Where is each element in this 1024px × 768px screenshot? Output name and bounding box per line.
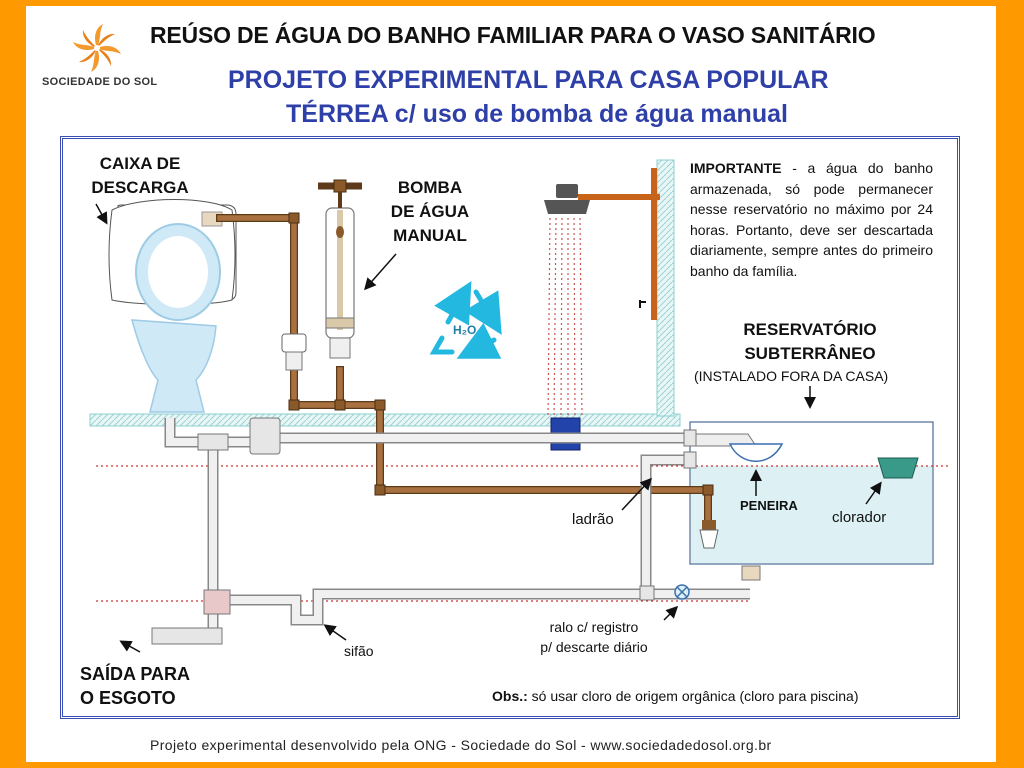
reservoir-water xyxy=(691,466,932,563)
shower-icon xyxy=(544,168,660,320)
manual-pump-icon xyxy=(318,179,362,359)
note-title: IMPORTANTE xyxy=(690,160,782,176)
obs-text: só usar cloro de origem orgânica (cloro … xyxy=(527,688,859,704)
pipe-joints xyxy=(288,212,714,496)
page-title: REÚSO DE ÁGUA DO BANHO FAMILIAR PARA O V… xyxy=(150,22,876,48)
label-ladrao: ladrão xyxy=(572,511,614,528)
logo-text: SOCIEDADE DO SOL xyxy=(42,76,158,88)
label-h2o: H₂O xyxy=(453,323,477,337)
chlorinator-icon xyxy=(877,457,919,479)
label-saida-esgoto: SAÍDA PARA O ESGOTO xyxy=(80,664,191,708)
label-caixa-descarga: CAIXA DE DESCARGA xyxy=(91,154,189,197)
label-sifao: sifão xyxy=(344,643,374,659)
obs-label: Obs.: xyxy=(492,688,528,704)
drain-valve-icon xyxy=(674,584,690,600)
label-instalado: (INSTALADO FORA DA CASA) xyxy=(694,368,889,384)
check-valve xyxy=(281,333,307,371)
strainer-icon xyxy=(728,443,784,462)
label-peneira: PENEIRA xyxy=(740,498,798,513)
page-subtitle-line1: PROJETO EXPERIMENTAL PARA CASA POPULAR xyxy=(228,66,829,94)
note-text: - a água do banho armazenada, só pode pe… xyxy=(690,160,933,279)
important-note: IMPORTANTE - a água do banho armazenada,… xyxy=(690,158,933,281)
toilet-icon xyxy=(108,199,237,413)
recycle-icon xyxy=(429,280,502,359)
footer-credit: Projeto experimental desenvolvido pela O… xyxy=(150,737,772,753)
label-bomba-manual: BOMBA DE ÁGUA MANUAL xyxy=(390,178,470,245)
label-ralo-registro: ralo c/ registro p/ descarte diário xyxy=(540,619,648,655)
label-arrows xyxy=(95,203,882,653)
obs-note: Obs.: só usar cloro de origem orgânica (… xyxy=(492,688,859,704)
pvc-fittings xyxy=(151,417,761,645)
foot-valve xyxy=(699,520,719,549)
floor-slab xyxy=(89,413,681,427)
shower-water xyxy=(547,217,583,419)
pvc-pipes xyxy=(158,418,750,642)
label-clorador: clorador xyxy=(832,509,887,526)
page-subtitle-line2: TÉRREA c/ uso de bomba de água manual xyxy=(286,100,788,128)
label-reservatorio: RESERVATÓRIO SUBTERRÂNEO xyxy=(743,320,877,363)
